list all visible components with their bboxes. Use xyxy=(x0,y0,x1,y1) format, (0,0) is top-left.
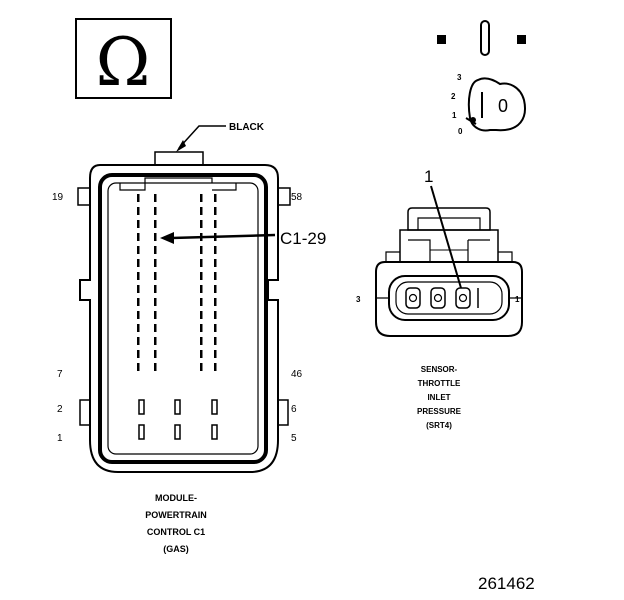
connector-color-label: BLACK xyxy=(229,122,265,133)
pin-number-58: 58 xyxy=(291,192,303,203)
sensor-caption-line-4: PRESSURE xyxy=(417,407,462,416)
pin-callout: C1-29 xyxy=(280,229,326,248)
pcm-caption: MODULE- POWERTRAIN CONTROL C1 (GAS) xyxy=(145,493,207,554)
sensor-connector: 1 3 1 SENSOR- THROTTLE INLET xyxy=(356,167,523,430)
pin-number-46: 46 xyxy=(291,369,303,380)
sensor-caption-line-2: THROTTLE xyxy=(418,379,461,388)
pin-number-6: 6 xyxy=(291,404,297,415)
ignition-pos-0: 0 xyxy=(458,127,463,136)
sensor-callout-number: 1 xyxy=(424,167,433,186)
sensor-caption: SENSOR- THROTTLE INLET PRESSURE (SRT4) xyxy=(417,365,462,430)
ignition-switch-icon: 0 3 2 1 0 xyxy=(437,20,526,136)
pcm-caption-line-3: CONTROL C1 xyxy=(147,527,205,537)
ignition-pos-1: 1 xyxy=(452,111,457,120)
figure-number: 261462 xyxy=(478,574,535,593)
pcm-large-pins xyxy=(138,399,218,440)
sensor-pin-1: 1 xyxy=(515,295,520,304)
ignition-key-label: 0 xyxy=(498,96,508,116)
pin-number-2: 2 xyxy=(57,404,63,415)
pcm-pin-cavities xyxy=(137,194,217,371)
ohmmeter-symbol: Ω xyxy=(75,18,172,101)
pin-number-19: 19 xyxy=(52,192,64,203)
ignition-pos-3: 3 xyxy=(457,73,462,82)
pcm-connector: BLACK xyxy=(52,122,326,554)
pcm-caption-line-4: (GAS) xyxy=(163,544,189,554)
sensor-caption-line-5: (SRT4) xyxy=(426,421,452,430)
pcm-caption-line-1: MODULE- xyxy=(155,493,197,503)
pin-number-1: 1 xyxy=(57,433,63,444)
sensor-caption-line-3: INLET xyxy=(427,393,450,402)
pin-number-5: 5 xyxy=(291,433,297,444)
ignition-pos-2: 2 xyxy=(451,92,456,101)
pin-number-7: 7 xyxy=(57,369,63,380)
pcm-caption-line-2: POWERTRAIN xyxy=(145,510,207,520)
sensor-terminals xyxy=(405,287,479,309)
ohm-icon: Ω xyxy=(96,24,151,101)
sensor-pin-3: 3 xyxy=(356,295,361,304)
sensor-caption-line-1: SENSOR- xyxy=(421,365,458,374)
